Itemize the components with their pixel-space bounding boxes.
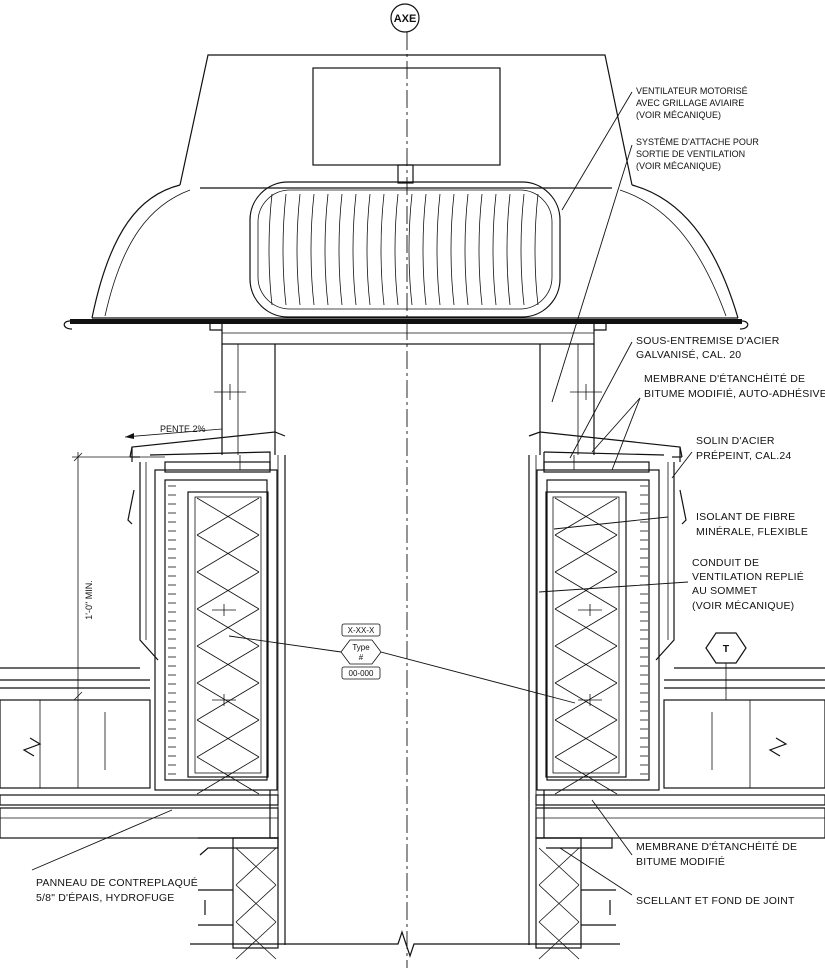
svg-text:(VOIR MÉCANIQUE): (VOIR MÉCANIQUE) [636,110,721,120]
svg-text:CONDUIT DE: CONDUIT DE [692,557,759,569]
left-roof-insulation [0,699,151,789]
height-dimension-text: 1'-0" MIN. [84,580,94,619]
left-curb [127,431,286,795]
right-curb [528,431,687,795]
slope-label: PENTE 2% [160,424,206,434]
axis-label: AXE [394,13,417,25]
svg-text:VENTILATION REPLIÉ: VENTILATION REPLIÉ [692,570,804,583]
callout-membrane: MEMBRANE D'ÉTANCHÉITÉ DE BITUME MODIFIÉ [636,840,797,868]
svg-text:5/8" D'ÉPAIS, HYDROFUGE: 5/8" D'ÉPAIS, HYDROFUGE [36,891,175,904]
svg-text:VENTILATEUR MOTORISÉ: VENTILATEUR MOTORISÉ [636,86,748,96]
right-insulation-box [545,491,627,778]
callout-sealant: SCELLANT ET FOND DE JOINT [636,895,795,907]
svg-text:AU SOMMET: AU SOMMET [692,585,758,597]
callout-plywood: PANNEAU DE CONTREPLAQUÉ 5/8" D'ÉPAIS, HY… [36,876,198,904]
svg-text:(VOIR MÉCANIQUE): (VOIR MÉCANIQUE) [636,161,721,171]
type-tag-bottom: 00-000 [349,669,374,678]
right-roof-insulation [663,699,825,789]
leaders [31,91,693,896]
fan-wheel [249,181,561,318]
svg-text:PRÉPEINT, CAL.24: PRÉPEINT, CAL.24 [696,449,791,462]
svg-text:(VOIR MÉCANIQUE): (VOIR MÉCANIQUE) [692,599,794,612]
svg-text:SOUS-ENTREMISE D'ACIER: SOUS-ENTREMISE D'ACIER [636,335,780,347]
fan-motor-box [312,67,501,166]
type-tag-middle-2: # [359,653,364,662]
left-wall-stud [232,837,279,949]
motor-shaft [397,164,414,184]
svg-text:MEMBRANE D'ÉTANCHÉITÉ DE: MEMBRANE D'ÉTANCHÉITÉ DE [644,372,805,385]
callout-duct: CONDUIT DE VENTILATION REPLIÉ AU SOMMET … [692,557,804,612]
right-plywood-panel [535,807,825,839]
svg-text:SORTIE DE VENTILATION: SORTIE DE VENTILATION [636,149,745,159]
right-roof-deck [535,794,825,806]
callout-attach: SYSTÈME D'ATTACHE POUR SORTIE DE VENTILA… [636,137,759,171]
svg-text:PANNEAU DE CONTREPLAQUÉ: PANNEAU DE CONTREPLAQUÉ [36,876,198,889]
svg-text:SOLIN D'ACIER: SOLIN D'ACIER [696,435,775,447]
right-wall-stud [535,837,582,949]
svg-text:AVEC GRILLAGE AVIAIRE: AVEC GRILLAGE AVIAIRE [636,98,744,108]
svg-text:ISOLANT DE FIBRE: ISOLANT DE FIBRE [696,511,795,523]
type-tag: X-XX-X Type # 00-000 [228,623,576,704]
svg-text:SYSTÈME D'ATTACHE POUR: SYSTÈME D'ATTACHE POUR [636,137,759,147]
t-tag: T [705,632,747,700]
type-tag-middle-1: Type [352,643,370,652]
left-wood-blocking [154,469,278,791]
fan-hood [63,54,749,330]
axis-bubble [390,3,420,33]
right-wood-blocking [536,469,660,791]
callout-flashing: SOLIN D'ACIER PRÉPEINT, CAL.24 [696,435,791,462]
svg-text:MINÉRALE, FLEXIBLE: MINÉRALE, FLEXIBLE [696,525,808,538]
svg-text:SCELLANT ET FOND DE JOINT: SCELLANT ET FOND DE JOINT [636,895,795,907]
type-tag-top: X-XX-X [348,626,375,635]
t-tag-label: T [723,643,730,655]
left-roof-deck [0,794,279,806]
svg-text:BITUME MODIFIÉ, AUTO-ADHÉSIVE: BITUME MODIFIÉ, AUTO-ADHÉSIVE [644,387,825,400]
height-dimension: 1'-0" MIN. [72,452,165,788]
left-plywood-panel [0,807,279,839]
right-roof-assembly [535,667,825,960]
left-roof-assembly [0,667,279,960]
callout-fan: VENTILATEUR MOTORISÉ AVEC GRILLAGE AVIAI… [636,86,748,120]
left-insulation-box [187,491,269,778]
callout-steel-sub: SOUS-ENTREMISE D'ACIER GALVANISÉ, CAL. 2… [636,335,780,361]
svg-text:BITUME MODIFIÉ: BITUME MODIFIÉ [636,855,725,868]
vent-duct [190,455,620,958]
fan-curb [209,321,607,455]
slope-arrow [124,428,223,438]
svg-text:GALVANISÉ, CAL. 20: GALVANISÉ, CAL. 20 [636,348,741,361]
callout-insulation: ISOLANT DE FIBRE MINÉRALE, FLEXIBLE [696,511,808,538]
callout-membrane-self: MEMBRANE D'ÉTANCHÉITÉ DE BITUME MODIFIÉ,… [644,372,825,400]
svg-text:MEMBRANE D'ÉTANCHÉITÉ DE: MEMBRANE D'ÉTANCHÉITÉ DE [636,840,797,853]
